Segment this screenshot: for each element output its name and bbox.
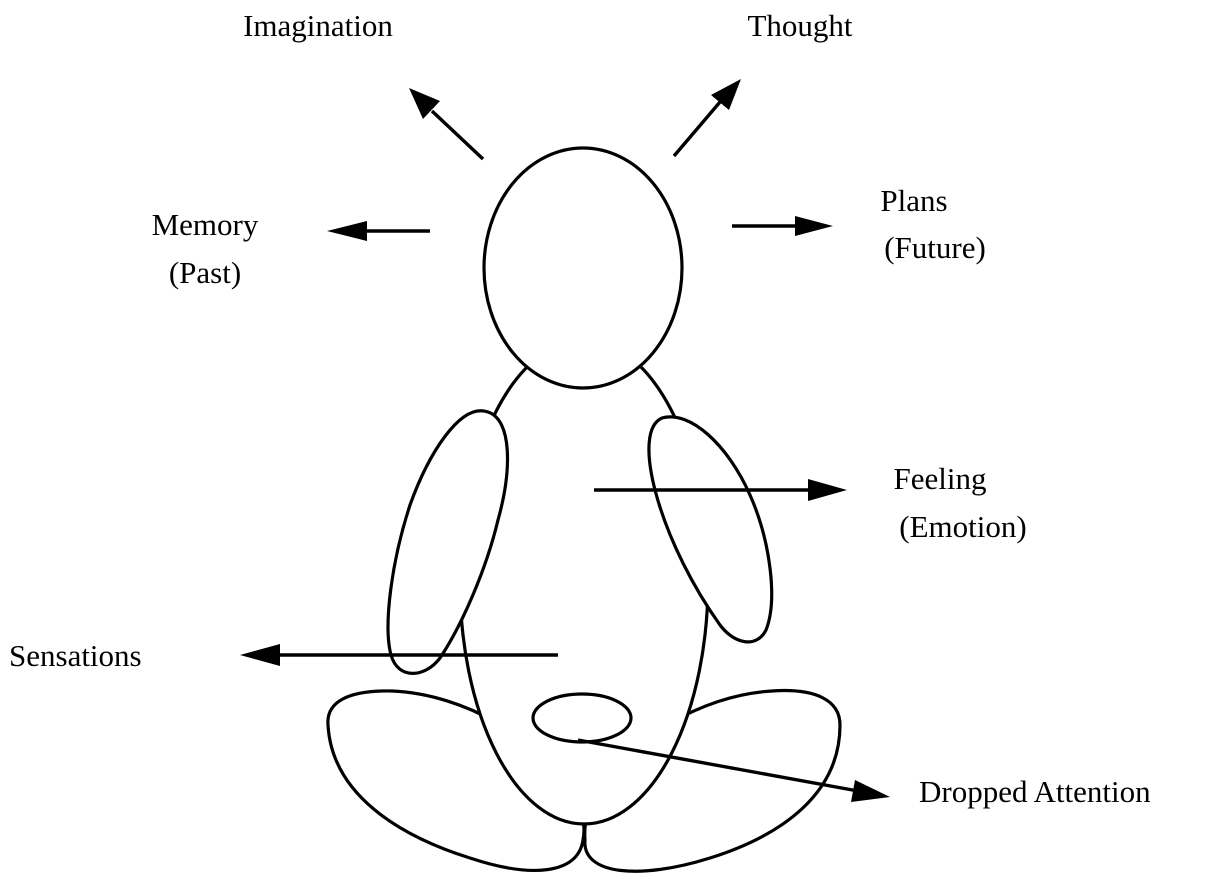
dropped-attention-arrow-head <box>851 780 890 802</box>
plans-label-line1: Plans <box>880 183 947 218</box>
feeling-label-line2: (Emotion) <box>899 509 1026 544</box>
thought-label: Thought <box>747 8 852 43</box>
seated-figure <box>328 148 840 871</box>
dropped-attention-label: Dropped Attention <box>919 774 1151 809</box>
thought-arrow-line <box>674 102 720 156</box>
plans-arrow-head <box>795 216 833 236</box>
imagination-arrow-line <box>432 111 483 159</box>
head <box>484 148 682 388</box>
memory-arrow-head <box>327 221 367 241</box>
plans-label-line2: (Future) <box>884 230 986 265</box>
memory-label-line2: (Past) <box>169 255 241 290</box>
memory-label-line1: Memory <box>152 207 259 242</box>
sensations-label: Sensations <box>9 638 142 673</box>
sensations-arrow-head <box>240 644 280 666</box>
torso <box>460 340 708 824</box>
feeling-label-line1: Feeling <box>894 461 987 496</box>
feeling-arrow-head <box>808 479 847 501</box>
imagination-label: Imagination <box>243 8 393 43</box>
